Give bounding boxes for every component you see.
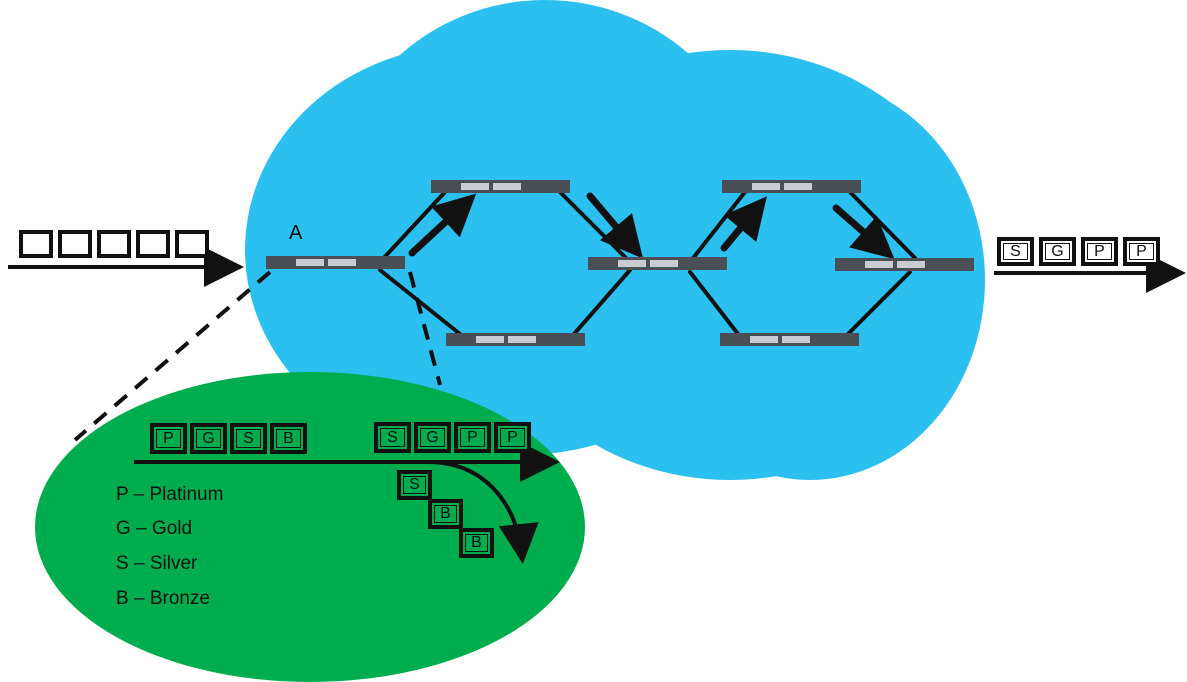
router-label: A <box>289 222 303 244</box>
packet-label: S <box>403 476 426 494</box>
legend-sep: – <box>136 518 147 539</box>
packet-label: P <box>500 428 525 447</box>
packet-label: S <box>236 429 261 448</box>
packet: P <box>1123 237 1160 266</box>
empty-packet <box>175 230 209 258</box>
packet-label: G <box>196 429 221 448</box>
empty-packet <box>97 230 131 258</box>
packet: S <box>374 422 411 453</box>
packet: S <box>230 423 267 454</box>
link <box>378 268 462 336</box>
legend-name: Bronze <box>149 588 211 609</box>
packet-label: B <box>465 534 488 552</box>
legend-name: Silver <box>149 553 198 574</box>
drop-arrow <box>427 460 539 564</box>
packet: G <box>1039 237 1076 266</box>
packet: G <box>190 423 227 454</box>
packet: S <box>997 237 1034 266</box>
legend-item-silver: S – Silver <box>116 553 197 575</box>
link <box>846 270 912 336</box>
legend-sep: – <box>133 553 145 574</box>
packet: P <box>454 422 491 453</box>
packet-label: B <box>276 429 301 448</box>
zoom-line-left <box>73 270 272 442</box>
switch-icon <box>431 180 570 193</box>
legend-code: S <box>116 553 129 574</box>
legend-item-gold: G – Gold <box>116 518 192 540</box>
link <box>572 268 632 336</box>
legend-name: Gold <box>151 518 193 539</box>
legend-code: B <box>116 588 129 609</box>
packet-label: P <box>1087 243 1112 260</box>
legend-item-platinum: P – Platinum <box>116 484 223 506</box>
switch-icon <box>720 333 859 346</box>
traffic-arrows <box>408 192 895 260</box>
switch-icon <box>835 258 974 271</box>
traffic-arrow <box>720 196 767 252</box>
legend-sep: – <box>133 484 145 505</box>
packet-label: P <box>156 429 181 448</box>
legend-sep: – <box>133 588 145 609</box>
link <box>688 270 740 336</box>
zoom-line-right <box>408 271 442 386</box>
switches <box>266 180 974 346</box>
packet: B <box>270 423 307 454</box>
traffic-arrow <box>832 204 895 260</box>
packet: P <box>150 423 187 454</box>
switch-icon <box>588 257 727 270</box>
legend-name: Platinum <box>149 484 224 505</box>
packet: P <box>494 422 531 453</box>
legend-code: P <box>116 484 129 505</box>
switch-icon <box>446 333 585 346</box>
legend-item-bronze: B – Bronze <box>116 588 210 610</box>
empty-packet <box>136 230 170 258</box>
packet-label: B <box>434 505 457 523</box>
packet: G <box>414 422 451 453</box>
packet: B <box>428 499 463 529</box>
packet: S <box>397 470 432 500</box>
packet-label: G <box>420 428 445 447</box>
packet-label: S <box>380 428 405 447</box>
empty-packet <box>58 230 92 258</box>
packet-label: S <box>1003 243 1028 260</box>
switch-icon <box>722 180 861 193</box>
empty-packet <box>19 230 53 258</box>
packet-label: P <box>1129 243 1154 260</box>
packet-label: P <box>460 428 485 447</box>
traffic-arrow <box>408 193 477 257</box>
packet: B <box>459 528 494 558</box>
switch-icon <box>266 256 405 269</box>
packet-label: G <box>1045 243 1070 260</box>
traffic-arrow <box>586 192 644 259</box>
packet: P <box>1081 237 1118 266</box>
legend-code: G <box>116 518 131 539</box>
